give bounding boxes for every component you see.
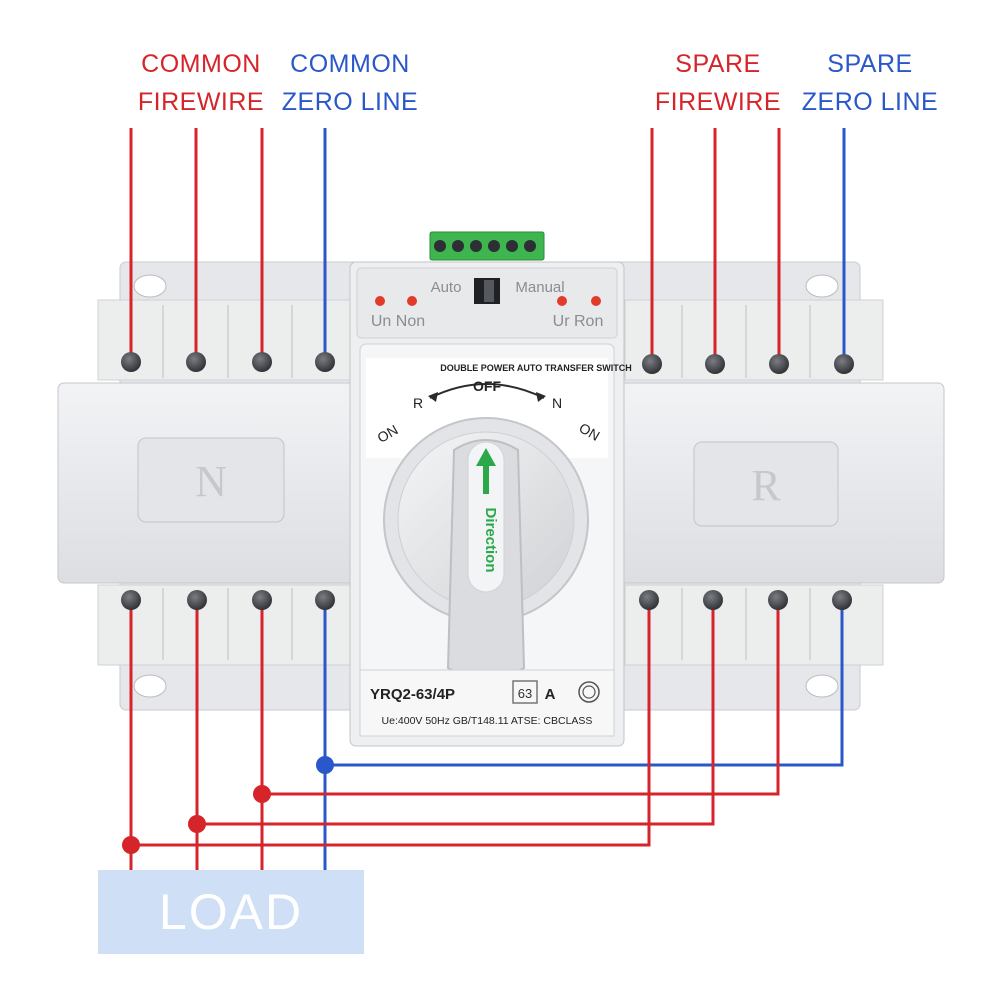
side-label-r: R: [751, 461, 781, 510]
wire-fire-tie-1: [131, 600, 651, 847]
knob-direction-label: Direction: [482, 507, 499, 572]
model-suffix: A: [545, 686, 556, 703]
label-spare-zero-line: SPARE ZERO LINE: [798, 45, 942, 121]
label-line-1: SPARE: [827, 50, 913, 78]
model-rating: 63: [518, 686, 532, 701]
junction-fire-2: [188, 815, 206, 833]
manual-label: Manual: [515, 279, 564, 296]
model-number: YRQ2-63/4P: [370, 686, 455, 703]
wire-fire-tie-2: [197, 600, 715, 826]
label-line-2: ZERO LINE: [281, 88, 419, 116]
junction-dots: [122, 756, 334, 854]
dial-n-label: N: [552, 395, 562, 411]
model-prefix: YRQ2-63/4P: [370, 686, 455, 703]
label-line-1: COMMON: [141, 50, 261, 78]
terminal-screws: [121, 352, 854, 610]
label-line-2: FIREWIRE: [654, 88, 782, 116]
wire-zero-tie: [325, 600, 844, 767]
label-common-zero-line: COMMON ZERO LINE: [278, 45, 422, 121]
bottom-wires: [129, 600, 844, 870]
label-line-2: ZERO LINE: [801, 88, 939, 116]
label-line-1: SPARE: [675, 50, 761, 78]
control-module: [349, 231, 625, 747]
load-label: LOAD: [158, 884, 304, 940]
top-wires: [129, 128, 846, 364]
label-line-2: FIREWIRE: [137, 88, 265, 116]
indicator-label-left: Un Non: [371, 313, 425, 330]
dial-r-label: R: [413, 395, 423, 411]
junction-zero: [316, 756, 334, 774]
indicator-label-right: Ur Ron: [553, 313, 604, 330]
label-spare-firewire: SPARE FIREWIRE: [648, 45, 788, 121]
label-common-firewire: COMMON FIREWIRE: [128, 45, 274, 121]
label-line-1: COMMON: [290, 50, 410, 78]
dial-off-label: OFF: [473, 378, 501, 394]
junction-fire-3: [253, 785, 271, 803]
wire-fire-tie-3: [262, 600, 780, 796]
junction-fire-1: [122, 836, 140, 854]
spec-line: Ue:400V 50Hz GB/T148.11 ATSE: CBCLASS: [382, 715, 593, 727]
side-label-n: N: [195, 457, 227, 506]
auto-label: Auto: [431, 279, 462, 296]
panel-title: DOUBLE POWER AUTO TRANSFER SWITCH: [440, 363, 632, 373]
load-box: LOAD: [98, 870, 364, 954]
